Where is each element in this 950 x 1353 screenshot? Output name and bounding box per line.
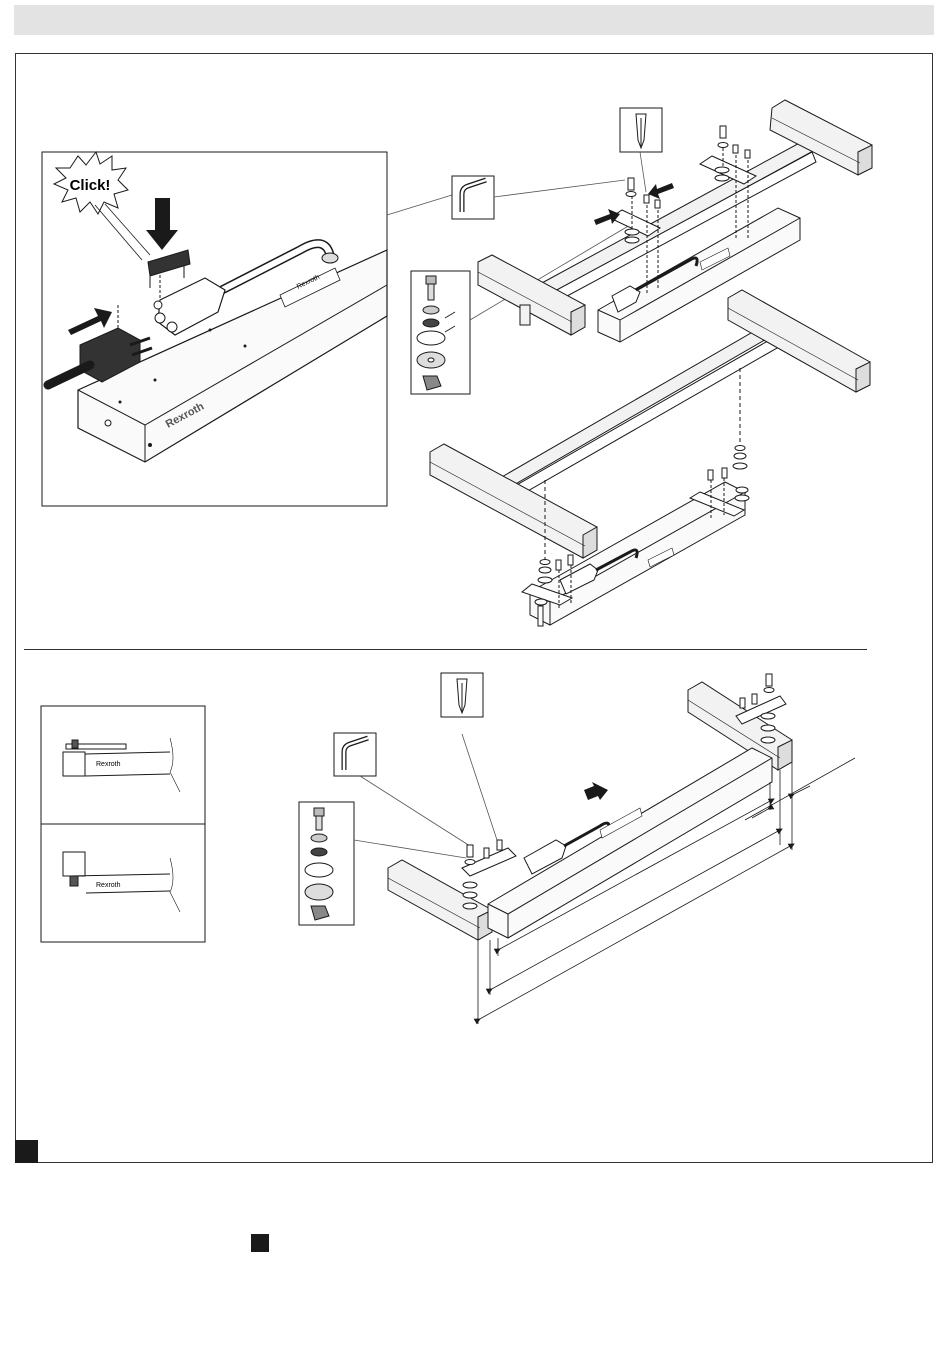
click-callout-text: Click! xyxy=(70,177,111,194)
screwdriver-icon-lower xyxy=(441,673,497,840)
side-view-panel: Rexroth Rexroth xyxy=(41,706,205,942)
lower-rail-assembly xyxy=(388,674,855,1024)
side-view-top-brand: Rexroth xyxy=(96,761,121,768)
middle-rail-assembly xyxy=(430,290,870,626)
connector-detail-box: Rexroth Rexroth Click! xyxy=(42,152,452,506)
side-view-bottom-brand: Rexroth xyxy=(96,882,121,889)
hex-key-icon xyxy=(452,176,625,219)
screwdriver-icon xyxy=(620,108,662,192)
upper-rail-assembly xyxy=(478,100,872,342)
